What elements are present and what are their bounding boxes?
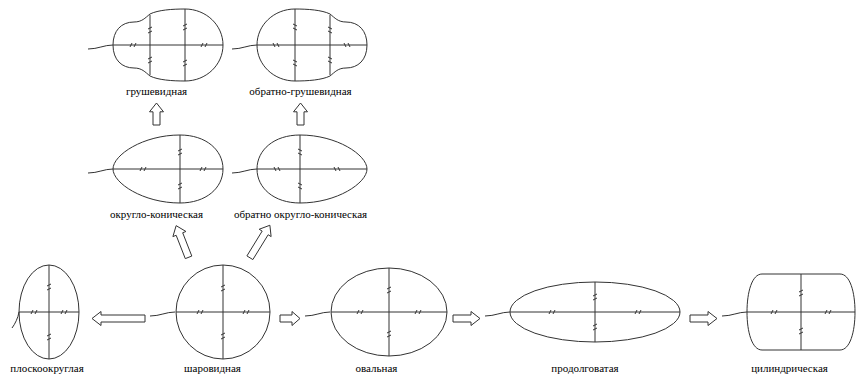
axis-tick: [273, 24, 350, 66]
axis-tick: [130, 24, 207, 66]
fruit-outline-group: [305, 268, 447, 356]
block-arrow: [247, 225, 271, 259]
axis-line: [19, 265, 79, 359]
fruit-stem: [232, 169, 257, 173]
fruit-stem: [88, 45, 113, 49]
fruit-shape-node: цилиндрическая: [722, 262, 857, 375]
shape-label: продолговатая: [551, 362, 618, 375]
fruit-drawing: [232, 130, 369, 208]
fruit-stem: [305, 312, 330, 316]
fruit-outline-group: [232, 135, 367, 203]
block-arrow: [294, 103, 308, 125]
block-arrow: [280, 312, 300, 326]
shape-label: овальная: [356, 362, 398, 375]
block-arrow: [150, 103, 164, 125]
fruit-stem: [12, 312, 19, 328]
fruit-stem: [485, 312, 510, 316]
shape-label: шаровидная: [184, 362, 241, 375]
egg-shape: [257, 135, 367, 203]
axis-line: [747, 274, 855, 350]
fruit-outline-group: [88, 135, 223, 203]
shape-label: грушевидная: [126, 85, 187, 98]
fruit-shape-node: плоскоокруглая: [7, 262, 87, 375]
axis-tick: [197, 285, 249, 339]
axis-line: [176, 265, 270, 359]
pear-shape: [113, 9, 223, 81]
fruit-shape-node: обратно-грушевидная: [232, 5, 369, 98]
pear-outline: [257, 9, 367, 81]
shape-label: обратно округло-коническая: [234, 208, 367, 221]
oval-outline: [331, 268, 447, 356]
fruit-stem: [232, 45, 257, 49]
shape-label: цилиндрическая: [751, 362, 828, 375]
fruit-drawing: [232, 5, 369, 85]
fruit-outline-group: [485, 282, 680, 342]
fruit-drawing: [722, 262, 857, 362]
fruit-drawing: [88, 5, 225, 85]
axis-tick: [274, 149, 340, 189]
block-arrow: [92, 312, 145, 326]
axis-tick: [549, 294, 641, 330]
flat-round-outline: [19, 265, 79, 359]
axis-tick: [357, 287, 421, 337]
fruit-drawing: [485, 262, 685, 362]
block-arrow: [453, 312, 480, 326]
axis-line: [257, 9, 367, 81]
axis-line: [113, 9, 223, 81]
fruit-shape-node: обратно округло-коническая: [231, 130, 371, 221]
round-outline: [176, 265, 270, 359]
fruit-drawing: [12, 262, 82, 362]
oblong-outline: [510, 282, 680, 342]
fruit-stem: [722, 312, 747, 316]
axis-line: [331, 268, 447, 356]
fruit-shape-node: шаровидная: [150, 262, 275, 375]
fruit-outline-group: [88, 9, 223, 81]
block-arrow: [173, 226, 192, 259]
fruit-shape-node: овальная: [305, 262, 448, 375]
axis-tick: [771, 290, 831, 334]
fruit-shape-node: округло-коническая: [88, 130, 225, 221]
pear-outline: [113, 9, 223, 81]
axis-line: [113, 135, 223, 203]
fruit-stem: [88, 169, 113, 173]
egg-outline: [113, 135, 223, 203]
fruit-drawing: [305, 262, 448, 362]
axis-tick: [31, 284, 67, 340]
shape-label: плоскоокруглая: [10, 362, 83, 375]
fruit-drawing: [150, 262, 275, 362]
block-arrow: [690, 312, 717, 326]
shape-label: округло-коническая: [110, 208, 203, 221]
fruit-stem: [150, 312, 175, 316]
fruit-drawing: [88, 130, 225, 208]
fruit-outline-group: [232, 9, 367, 81]
cylinder-outline: [747, 274, 855, 350]
fruit-outline-group: [722, 274, 855, 350]
axis-line: [257, 135, 367, 203]
axis-tick: [140, 149, 206, 189]
shape-label: обратно-грушевидная: [249, 85, 351, 98]
egg-outline: [257, 135, 367, 203]
fruit-outline-group: [150, 265, 270, 359]
fruit-outline-group: [12, 265, 79, 359]
fruit-shape-node: грушевидная: [88, 5, 225, 98]
axis-line: [510, 282, 680, 342]
egg-shape: [113, 135, 223, 203]
fruit-shape-node: продолговатая: [485, 262, 685, 375]
pear-shape: [257, 9, 367, 81]
